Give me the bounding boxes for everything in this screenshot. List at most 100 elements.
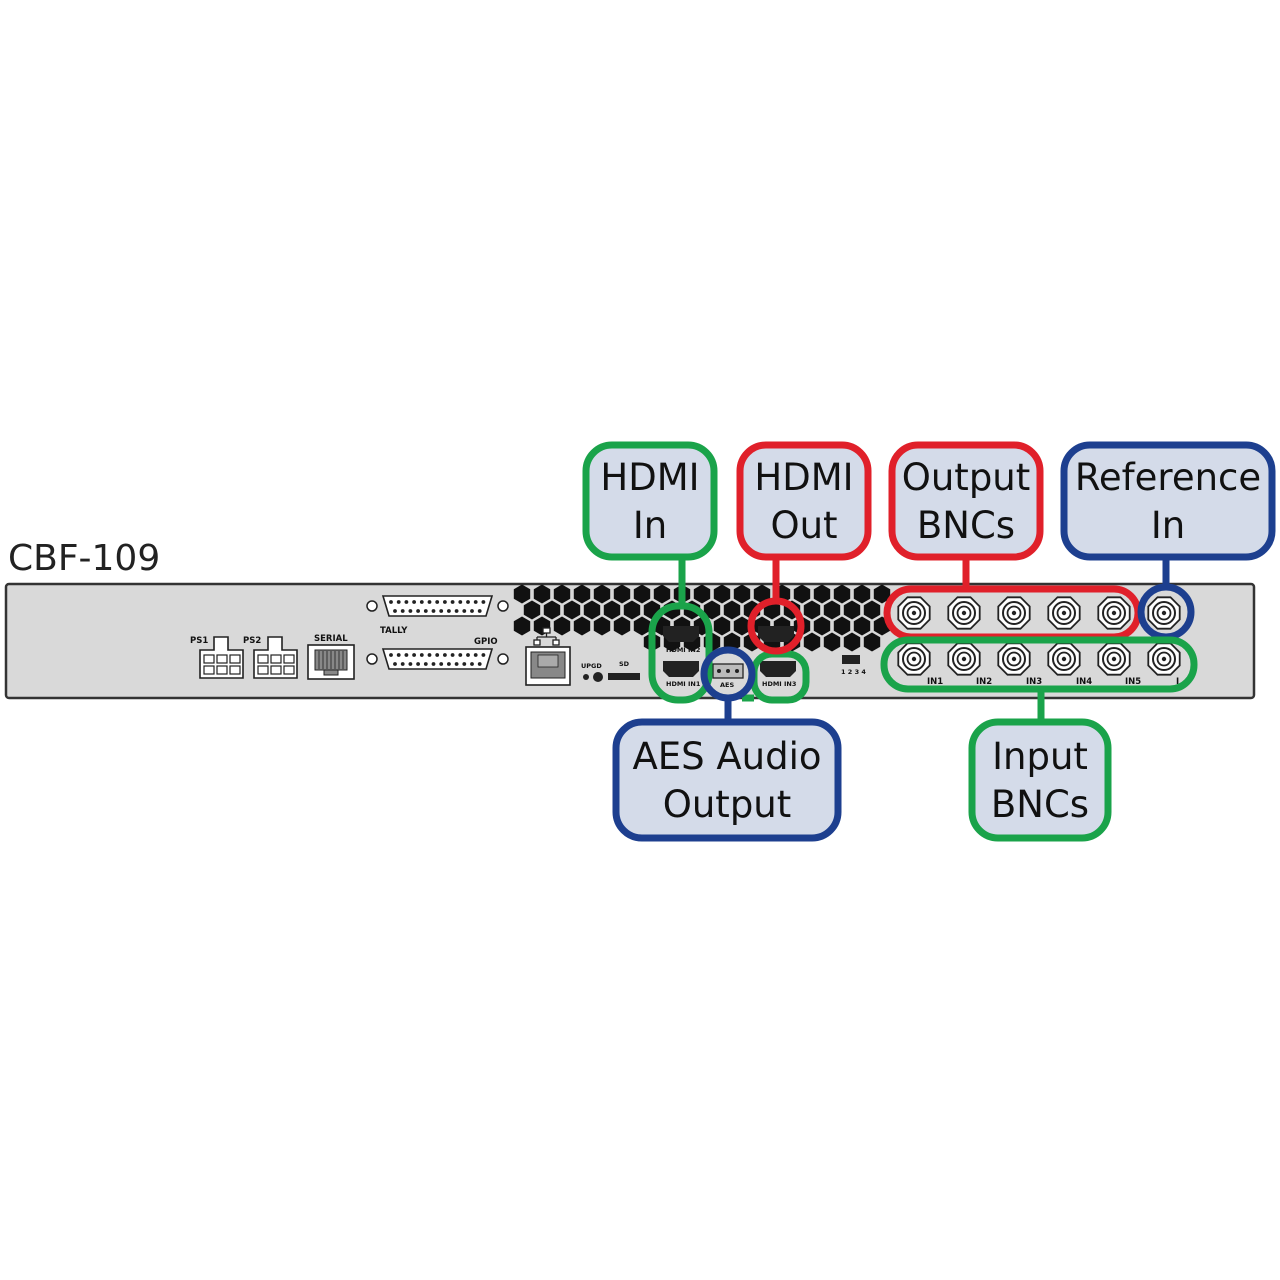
hdmi-in-highlight (648, 551, 713, 704)
callout-input-bncs: Input BNCs (968, 718, 1112, 842)
gpio-connector: GPIO (366, 637, 509, 670)
vent-hole (863, 632, 881, 652)
ps2-connector: PS2 (243, 636, 298, 679)
vent-hole (853, 616, 871, 636)
vent-hole (853, 584, 871, 604)
vent-hole (793, 584, 811, 604)
db25-pin (427, 600, 432, 604)
serial-label: SERIAL (314, 634, 348, 644)
vent-hole (553, 584, 571, 604)
db25-pin (419, 653, 424, 657)
vent-hole (803, 600, 821, 620)
db25-pin (447, 609, 451, 613)
vent-hole (633, 584, 651, 604)
vent-hole (653, 584, 671, 604)
svg-text:AES Audio: AES Audio (632, 735, 821, 778)
db25-pin (450, 653, 455, 657)
ethernet-port (525, 627, 571, 686)
db25-pin (416, 609, 420, 613)
db25-pin (400, 609, 405, 613)
upgrade-button: UPGD (581, 662, 603, 682)
dip-label: 1 2 3 4 (841, 668, 866, 676)
input-bnc (897, 642, 931, 676)
vent-hole (613, 584, 631, 604)
db25-pin (396, 600, 401, 604)
vent-hole (533, 584, 551, 604)
db25-pin (431, 609, 436, 613)
db25-pin (427, 653, 432, 657)
db25-pin (412, 653, 416, 657)
vent-hole (823, 632, 841, 652)
db25-pin (462, 662, 467, 666)
hdmi-in2-label: HDMI IN2 (666, 646, 700, 654)
output-bnc (947, 596, 981, 630)
input-bnc (1097, 642, 1131, 676)
callout-output-bncs: Output BNCs (888, 441, 1044, 561)
db25-pin (393, 662, 397, 666)
db25-pin (389, 653, 393, 657)
db25-pin (473, 653, 478, 657)
output-bnc (897, 596, 931, 630)
db25-pin (408, 662, 413, 666)
db25-pin (470, 609, 474, 613)
db25-pin (477, 609, 482, 613)
vent-hole (553, 616, 571, 636)
db25-pin (435, 653, 440, 657)
sd-card-slot: SD (608, 660, 640, 680)
db25-pin (435, 600, 440, 604)
svg-text:Output: Output (902, 456, 1031, 499)
hdmi-out-port (758, 626, 794, 642)
input-bnc (947, 642, 981, 676)
db25-pin (477, 662, 482, 666)
db25-pin (408, 609, 413, 613)
aes-connector: AES (712, 663, 744, 689)
svg-text:In: In (1151, 504, 1185, 547)
vent-hole (803, 632, 821, 652)
dip-switch: 1 2 3 4 (841, 655, 866, 676)
vent-hole (573, 584, 591, 604)
hdmi-in1-port: HDMI IN1 (663, 661, 701, 688)
vent-hole (613, 616, 631, 636)
db25-pin (404, 653, 409, 657)
hdmi-in3-port: HDMI IN3 (760, 661, 796, 688)
db25-pin (450, 600, 455, 604)
db25-pin (439, 609, 444, 613)
callout-reference-in: Reference In (1060, 441, 1276, 561)
in4-label: IN4 (1076, 677, 1092, 687)
vent-hole (593, 616, 611, 636)
db25-pin (404, 600, 409, 604)
network-icon (533, 627, 560, 646)
serial-port: SERIAL (307, 634, 355, 680)
sd-label: SD (619, 660, 630, 668)
hdmi-in1-label: HDMI IN1 (666, 680, 701, 688)
vent-hole (703, 600, 721, 620)
vent-hole (823, 600, 841, 620)
callout-aes-audio-output: AES Audio Output (612, 718, 842, 842)
bnc-connectors (897, 596, 1181, 676)
db25-pin (431, 662, 436, 666)
db25-pin (443, 600, 447, 604)
output-bnc (997, 596, 1031, 630)
gpio-label: GPIO (474, 637, 498, 647)
db25-pin (454, 662, 459, 666)
db25-pin (473, 600, 478, 604)
db25-pin (454, 609, 459, 613)
vent-hole (623, 600, 641, 620)
vent-hole (813, 584, 831, 604)
output-bnc (1047, 596, 1081, 630)
vent-hole (583, 600, 601, 620)
vent-hole (833, 616, 851, 636)
db25-pin (458, 653, 463, 657)
input-bnc (1147, 642, 1181, 676)
in3-label: IN3 (1026, 677, 1042, 687)
svg-text:In: In (633, 504, 667, 547)
db25-pin (462, 609, 467, 613)
vent-hole (873, 584, 891, 604)
vent-hole (563, 600, 581, 620)
hdmi-in2-port: HDMI IN2 (663, 626, 700, 654)
ps2-label: PS2 (243, 636, 261, 646)
vent-hole (713, 584, 731, 604)
vent-hole (593, 584, 611, 604)
tally-label: TALLY (380, 626, 408, 636)
